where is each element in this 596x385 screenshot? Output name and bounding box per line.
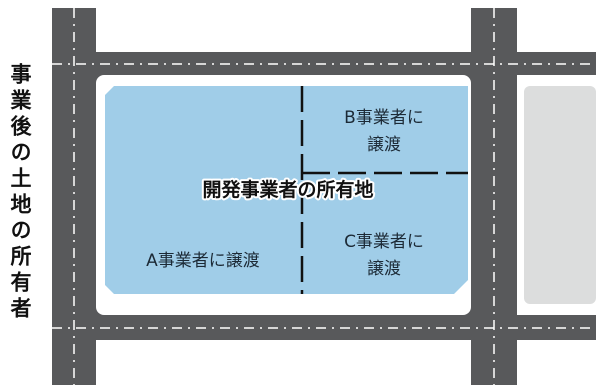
- block-bottom: [96, 340, 471, 385]
- parcel-c-label-line1: C事業者に: [344, 232, 424, 252]
- side-title: 事業後の土地の所有者: [0, 0, 40, 385]
- adjacent-land: [524, 86, 596, 304]
- development-land-label: 開発事業者の所有地: [202, 178, 373, 201]
- parcel-a-label: A事業者に譲渡: [146, 251, 260, 271]
- development-land: [105, 86, 468, 294]
- parcel-boundaries: [300, 86, 468, 294]
- block-top: [96, 8, 471, 52]
- side-title-text: 事業後の土地の所有者: [8, 62, 32, 323]
- block-bottom-right: [517, 340, 596, 385]
- parcel-b-label-line1: B事業者に: [344, 108, 424, 128]
- parcel-b-label-line2: 譲渡: [367, 135, 401, 155]
- block-top-right: [517, 8, 596, 52]
- parcel-c-label-line2: 譲渡: [367, 259, 401, 279]
- road-center-lines: [52, 8, 596, 385]
